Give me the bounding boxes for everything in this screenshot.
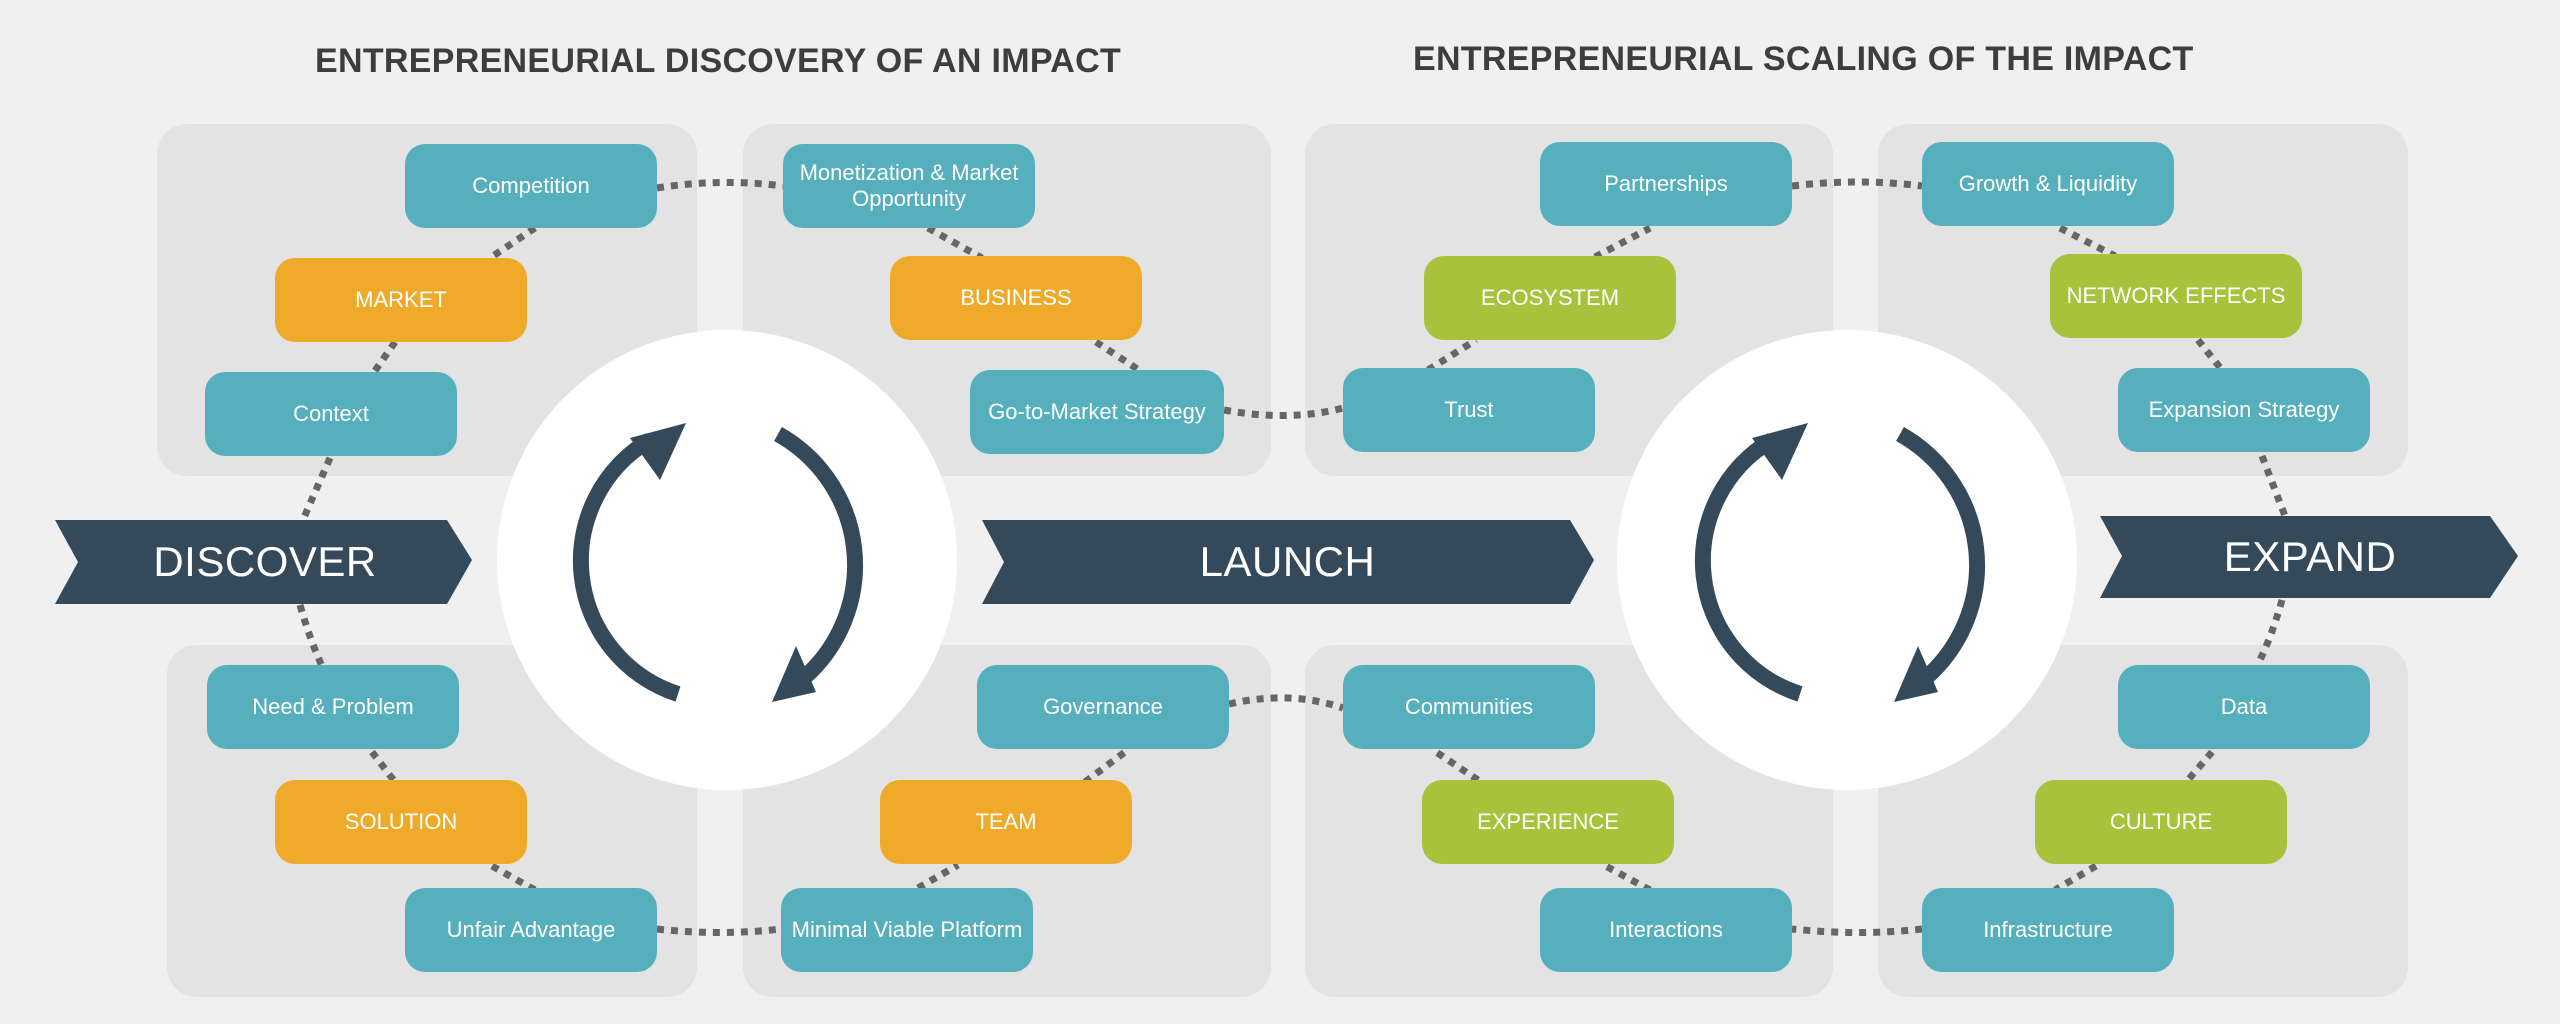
phase-discover-label: DISCOVER [153, 538, 377, 585]
connector-expand-data [2254, 599, 2286, 666]
discover-banner-shape [55, 520, 472, 604]
category-culture[interactable]: CULTURE [2035, 780, 2287, 864]
node-competition[interactable]: Competition [405, 144, 657, 228]
node-governance[interactable]: Governance [977, 665, 1229, 749]
node-context[interactable]: Context [205, 372, 457, 456]
cycle-arrows-right [1694, 427, 1986, 702]
node-go-to-market[interactable]: Go-to-Market Strategy [970, 370, 1224, 454]
arrow-right-down-head [1894, 646, 1938, 702]
connector-unfair-mvp [656, 925, 782, 936]
node-unfair-advantage[interactable]: Unfair Advantage [405, 888, 657, 972]
connector-infrastructure-interactions [1791, 925, 1923, 936]
arrow-left-down-arc [774, 427, 864, 682]
node-mvp[interactable]: Minimal Viable Platform [781, 888, 1033, 972]
heading-scaling: ENTREPRENEURIAL SCALING OF THE IMPACT [1413, 40, 2194, 78]
connector-governance-communities [1228, 694, 1345, 712]
node-interactions[interactable]: Interactions [1540, 888, 1792, 972]
dotted-connectors [296, 178, 2289, 936]
connector-monetization-business [926, 224, 984, 262]
connector-growth-network [2058, 224, 2117, 260]
connector-business-gtm [1094, 339, 1144, 375]
node-partnerships[interactable]: Partnerships [1540, 142, 1792, 226]
node-trust[interactable]: Trust [1343, 368, 1595, 452]
connector-expansion-expand [2258, 454, 2289, 518]
category-experience[interactable]: EXPERIENCE [1422, 780, 1674, 864]
connector-context-discover [298, 456, 334, 524]
category-solution[interactable]: SOLUTION [275, 780, 527, 864]
connector-competition-market [488, 225, 537, 261]
launch-banner-shape [982, 520, 1594, 604]
category-business[interactable]: BUSINESS [890, 256, 1142, 340]
expand-banner-shape [2100, 516, 2518, 598]
phase-expand-label: EXPAND [2223, 533, 2397, 580]
arrow-right-down-arc [1896, 427, 1986, 682]
arrow-right-up-head [1752, 423, 1808, 480]
phase-banners [55, 516, 2518, 604]
connector-trust-ecosystem [1426, 337, 1478, 373]
connector-need-solution [369, 749, 398, 785]
node-data[interactable]: Data [2118, 665, 2370, 749]
cycle-circle-right [1617, 330, 2077, 790]
arrow-left-up-arc [572, 433, 681, 702]
connector-competition-monetization [656, 178, 784, 192]
arrow-right-up-arc [1694, 433, 1803, 702]
arrow-left-down-head [772, 646, 816, 702]
connector-interactions-experience [1600, 860, 1652, 894]
category-ecosystem[interactable]: ECOSYSTEM [1424, 256, 1676, 340]
category-network-effects[interactable]: NETWORK EFFECTS [2050, 254, 2302, 338]
cycle-circle-left [497, 330, 957, 790]
connector-data-culture [2185, 749, 2215, 783]
category-team[interactable]: TEAM [880, 780, 1132, 864]
connector-discover-need [296, 604, 326, 668]
cycle-arrows-left [572, 427, 864, 702]
phase-launch-label: LAUNCH [1199, 538, 1376, 585]
node-monetization[interactable]: Monetization & Market Opportunity [783, 144, 1035, 228]
node-infrastructure[interactable]: Infrastructure [1922, 888, 2174, 972]
connector-partnerships-growth [1791, 178, 1923, 190]
node-expansion-strategy[interactable]: Expansion Strategy [2118, 368, 2370, 452]
node-communities[interactable]: Communities [1343, 665, 1595, 749]
connector-network-expansion [2195, 337, 2225, 373]
arrow-left-up-head [630, 423, 686, 480]
node-growth-liquidity[interactable]: Growth & Liquidity [1922, 142, 2174, 226]
connector-experience-communities [1434, 749, 1480, 783]
node-need-problem[interactable]: Need & Problem [207, 665, 459, 749]
heading-discovery: ENTREPRENEURIAL DISCOVERY OF AN IMPACT [315, 42, 1122, 80]
category-market[interactable]: MARKET [275, 258, 527, 342]
connector-ecosystem-partnerships [1593, 224, 1652, 261]
